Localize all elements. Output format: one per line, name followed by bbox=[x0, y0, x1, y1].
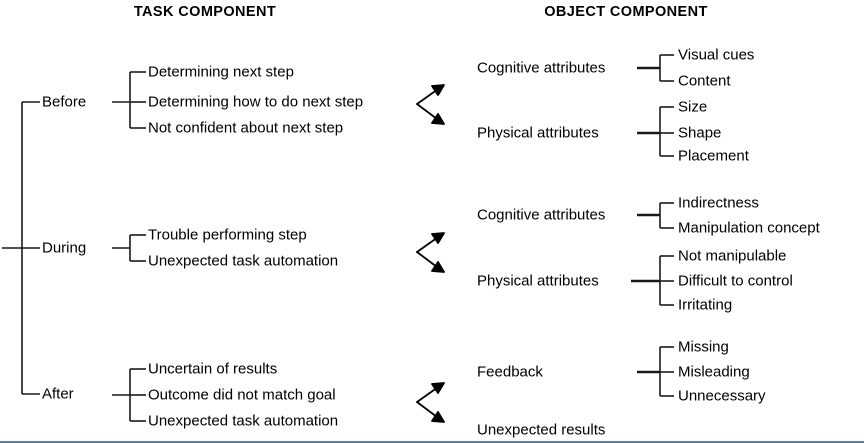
phase-label-during: During bbox=[42, 239, 87, 257]
during-physical-bracket bbox=[631, 255, 674, 306]
object-leaf-during-physical-2: Difficult to control bbox=[678, 272, 793, 290]
object-group-before-physical-label: Physical attributes bbox=[477, 124, 599, 142]
phase-label-after: After bbox=[42, 385, 74, 403]
object-leaf-after-feedback-3: Unnecessary bbox=[678, 387, 766, 405]
object-leaf-after-feedback-2: Misleading bbox=[678, 363, 750, 381]
bottom-divider bbox=[0, 441, 864, 443]
phase-label-before: Before bbox=[42, 93, 87, 111]
task-item-during-1: Trouble performing step bbox=[148, 226, 307, 244]
object-group-after-unexpected-results-label: Unexpected results bbox=[477, 421, 606, 439]
object-leaf-before-cognitive-2: Content bbox=[678, 72, 731, 90]
object-leaf-during-physical-3: Irritating bbox=[678, 296, 733, 314]
object-group-during-cognitive-label: Cognitive attributes bbox=[477, 206, 606, 224]
before-double-arrow-icon bbox=[416, 84, 445, 125]
task-item-after-2: Outcome did not match goal bbox=[148, 386, 336, 404]
object-leaf-before-physical-1: Size bbox=[678, 98, 708, 116]
task-item-after-1: Uncertain of results bbox=[148, 360, 278, 378]
object-group-during-physical-label: Physical attributes bbox=[477, 272, 599, 290]
header-object-component: OBJECT COMPONENT bbox=[544, 4, 708, 20]
after-feedback-bracket bbox=[637, 346, 674, 397]
object-leaf-after-feedback-1: Missing bbox=[678, 338, 729, 356]
during-cognitive-bracket bbox=[637, 202, 674, 229]
before-physical-bracket bbox=[637, 106, 674, 157]
object-leaf-during-physical-1: Not manipulable bbox=[678, 247, 787, 265]
object-group-before-cognitive-label: Cognitive attributes bbox=[477, 59, 606, 77]
task-item-before-2: Determining how to do next step bbox=[148, 93, 364, 111]
during-double-arrow-icon bbox=[416, 232, 445, 273]
before-cognitive-bracket bbox=[637, 54, 674, 82]
object-leaf-before-physical-2: Shape bbox=[678, 124, 722, 142]
task-item-before-1: Determining next step bbox=[148, 63, 294, 81]
object-group-after-feedback-label: Feedback bbox=[477, 363, 543, 381]
object-leaf-before-cognitive-1: Visual cues bbox=[678, 46, 755, 64]
object-leaf-before-physical-3: Placement bbox=[678, 147, 749, 165]
after-double-arrow-icon bbox=[416, 382, 445, 423]
task-item-after-3: Unexpected task automation bbox=[148, 412, 339, 430]
task-item-before-3: Not confident about next step bbox=[148, 119, 344, 137]
task-item-during-2: Unexpected task automation bbox=[148, 252, 339, 270]
object-leaf-during-cognitive-1: Indirectness bbox=[678, 194, 759, 212]
header-task-component: TASK COMPONENT bbox=[133, 4, 277, 20]
object-leaf-during-cognitive-2: Manipulation concept bbox=[678, 219, 820, 237]
